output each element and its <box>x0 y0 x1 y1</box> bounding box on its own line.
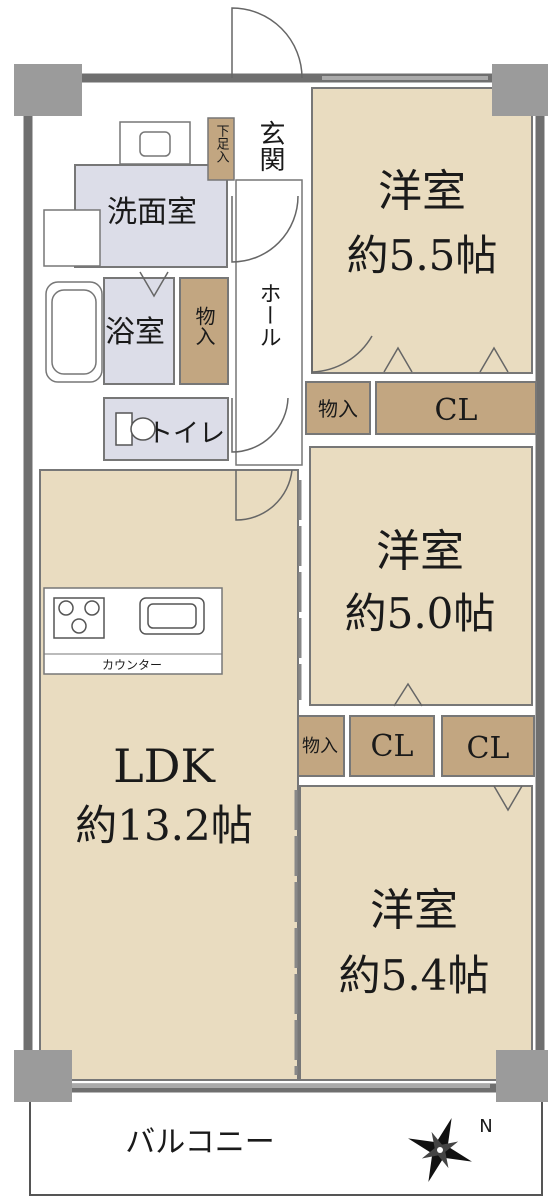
label-balcony: バルコニー <box>125 1125 274 1160</box>
column-bottom-right <box>496 1050 548 1102</box>
hall[interactable] <box>235 179 303 466</box>
label-bathroom: 浴室 <box>105 315 165 350</box>
label-shoe-storage: 下足入 <box>214 124 230 163</box>
label-western-2-name: 洋室 <box>376 526 464 577</box>
label-ldk-size: 約13.2帖 <box>75 801 253 850</box>
vanity-sink <box>119 121 191 165</box>
sink-basin-icon <box>139 131 171 157</box>
compass-north-label: N <box>479 1116 492 1137</box>
storage-2[interactable] <box>293 715 345 777</box>
closet-2[interactable] <box>349 715 435 777</box>
label-closet-1: CL <box>435 393 478 428</box>
label-western-3-name: 洋室 <box>370 885 458 936</box>
closet-door-mark-1 <box>383 346 413 373</box>
washroom-door[interactable] <box>231 195 299 263</box>
stove-icon <box>53 597 105 639</box>
toilet-bowl-icon <box>130 417 156 441</box>
compass-icon <box>408 1118 472 1182</box>
entrance-door[interactable] <box>231 7 303 79</box>
label-western-1-size: 約5.5帖 <box>347 231 498 280</box>
column-top-right <box>492 64 548 116</box>
label-hall: ホール <box>256 282 281 348</box>
room-western-3[interactable] <box>299 785 533 1081</box>
shoe-storage[interactable] <box>207 117 235 181</box>
label-western-3-size: 約5.4帖 <box>339 951 490 1000</box>
toilet-door[interactable] <box>231 397 289 453</box>
label-washroom: 洗面室 <box>107 195 197 230</box>
ldk-door[interactable] <box>235 469 293 521</box>
label-ldk-name: LDK <box>113 739 216 793</box>
closet-1[interactable] <box>375 381 537 435</box>
kitchen-sink-icon <box>139 597 205 635</box>
label-storage-bath: 物入 <box>192 306 216 346</box>
label-counter: カウンター <box>102 658 162 672</box>
bathtub-icon <box>45 281 103 383</box>
room-western-1[interactable] <box>311 87 533 374</box>
closet-door-mark-2 <box>479 346 509 373</box>
toilet-icon <box>115 412 133 446</box>
column-bottom-left <box>14 1050 72 1102</box>
storage-bath[interactable] <box>179 277 229 385</box>
label-western-2-size: 約5.0帖 <box>345 589 496 638</box>
balcony-railing <box>29 1082 543 1196</box>
label-storage-1: 物入 <box>318 397 358 421</box>
closet-door-mark-4 <box>493 785 523 812</box>
label-western-1-name: 洋室 <box>378 166 466 217</box>
label-toilet: トイレ <box>147 419 225 449</box>
label-closet-2: CL <box>371 729 414 764</box>
storage-1[interactable] <box>305 381 371 435</box>
label-storage-2: 物入 <box>302 736 338 757</box>
label-entrance: 玄関 <box>255 120 285 172</box>
room-ldk[interactable] <box>39 469 299 1081</box>
closet-3[interactable] <box>441 715 535 777</box>
column-top-left <box>14 64 82 116</box>
room-bathroom[interactable] <box>103 277 175 385</box>
bath-door-mark <box>139 271 169 298</box>
label-closet-3: CL <box>467 731 510 766</box>
western1-door[interactable] <box>311 300 373 373</box>
closet-door-mark-3 <box>393 682 423 707</box>
washer-space <box>43 209 101 267</box>
bathtub-inner-icon <box>51 289 97 375</box>
